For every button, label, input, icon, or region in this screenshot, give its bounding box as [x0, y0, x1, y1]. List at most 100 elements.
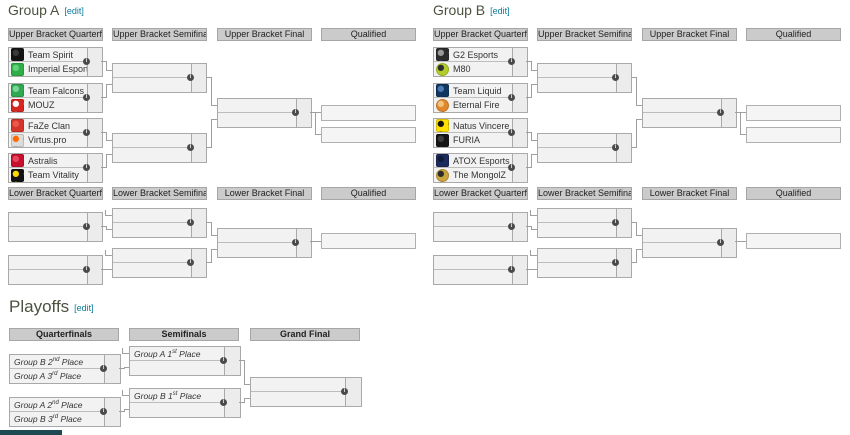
team-name[interactable]: Virtus.pro [28, 135, 67, 145]
playoffs-edit-link[interactable]: [edit] [74, 303, 94, 313]
match-info-icon[interactable]: i [100, 408, 107, 415]
connector-line [244, 398, 250, 399]
connector-line [530, 250, 531, 256]
connector-line [106, 84, 107, 98]
match-info-icon[interactable]: i [187, 219, 194, 226]
team-name[interactable]: Natus Vincere [453, 120, 510, 131]
connector-line [526, 167, 531, 168]
qualified-slot [321, 233, 416, 249]
match-info-icon[interactable]: i [83, 58, 90, 65]
connector-line [239, 360, 244, 361]
match-info-icon[interactable]: i [187, 74, 194, 81]
match-info-icon[interactable]: i [717, 239, 724, 246]
furia-logo-icon [436, 133, 449, 147]
team-row: FURIA [434, 133, 527, 147]
team-name[interactable]: ATOX Esports [453, 155, 510, 166]
connector-line [106, 84, 112, 85]
column-header: Lower Bracket Semifinal [537, 187, 632, 200]
column-header: Upper Bracket Semifinals [537, 28, 632, 41]
atox-esports-logo-icon [436, 154, 449, 167]
connector-line [124, 409, 129, 410]
column-header: Lower Bracket Quarterfi... [433, 187, 528, 200]
empty-row [538, 249, 631, 263]
match-info-icon[interactable]: i [508, 94, 515, 101]
match-info-icon[interactable]: i [83, 266, 90, 273]
team-name[interactable]: Imperial Esports [28, 64, 94, 74]
connector-line [106, 154, 107, 168]
connector-line [211, 249, 212, 263]
seed-label: Group B 1st Place [134, 390, 202, 401]
match-info-icon[interactable]: i [83, 94, 90, 101]
empty-row [251, 378, 361, 392]
team-name[interactable]: FaZe Clan [28, 120, 71, 131]
match-info-icon[interactable]: i [612, 144, 619, 151]
team-name[interactable]: The MongolZ [453, 170, 507, 180]
empty-row [538, 64, 631, 78]
connector-line [636, 235, 642, 236]
match-info-icon[interactable]: i [612, 74, 619, 81]
connector-line [124, 367, 129, 368]
column-header: Lower Bracket Quarterfi... [8, 187, 103, 200]
match-info-icon[interactable]: i [100, 365, 107, 372]
team-name[interactable]: Team Falcons [28, 85, 85, 96]
team-name[interactable]: Team Spirit [28, 49, 74, 60]
match-info-icon[interactable]: i [220, 399, 227, 406]
match-info-icon[interactable]: i [508, 58, 515, 65]
match-info-icon[interactable]: i [612, 219, 619, 226]
match-info-icon[interactable]: i [508, 129, 515, 136]
team-row: Group B 2nd Place [10, 355, 120, 369]
match-info-icon[interactable]: i [83, 164, 90, 171]
playoffs-heading: Playoffs[edit] [9, 297, 94, 317]
match-info-icon[interactable]: i [292, 239, 299, 246]
team-name[interactable]: Team Vitality [28, 170, 79, 180]
group-b-edit-link[interactable]: [edit] [490, 6, 510, 16]
the-mongolz-logo-icon [436, 168, 449, 182]
match-info-icon[interactable]: i [83, 223, 90, 230]
team-vitality-logo-icon [11, 168, 24, 182]
match-info-icon[interactable]: i [508, 164, 515, 171]
match-info-icon[interactable]: i [612, 259, 619, 266]
team-name[interactable]: FURIA [453, 135, 480, 145]
connector-line [124, 409, 125, 412]
connector-line [526, 97, 531, 98]
column-header: Lower Bracket Final [642, 187, 737, 200]
qualified-slot [321, 127, 416, 143]
team-row: MOUZ [9, 98, 102, 112]
faze-clan-logo-icon [11, 119, 24, 132]
connector-line [636, 77, 637, 106]
match-info-icon[interactable]: i [187, 144, 194, 151]
column-header: Upper Bracket Final [642, 28, 737, 41]
match-info-icon[interactable]: i [292, 109, 299, 116]
mouz-logo-icon [11, 98, 24, 112]
team-name[interactable]: M80 [453, 64, 471, 74]
qualified-slot [321, 105, 416, 121]
connector-line [101, 226, 106, 227]
match-info-icon[interactable]: i [717, 109, 724, 116]
seed-label: Group A 3rd Place [14, 371, 82, 381]
team-name[interactable]: MOUZ [28, 100, 55, 110]
match-info-icon[interactable]: i [83, 129, 90, 136]
team-name[interactable]: Team Liquid [453, 85, 502, 96]
empty-row [113, 64, 206, 78]
team-name[interactable]: Eternal Fire [453, 100, 500, 110]
team-row: Team Vitality [9, 168, 102, 182]
match-info-icon[interactable]: i [508, 223, 515, 230]
team-row: M80 [434, 62, 527, 76]
connector-line [105, 250, 106, 256]
match-info-icon[interactable]: i [341, 388, 348, 395]
qualified-slot [746, 105, 841, 121]
g2-esports-logo-icon [436, 48, 449, 61]
group-a-edit-link[interactable]: [edit] [64, 6, 84, 16]
empty-row [218, 229, 311, 243]
team-row: Natus Vincere [434, 119, 527, 133]
empty-row [9, 256, 102, 270]
match-info-icon[interactable]: i [508, 266, 515, 273]
seed-label: Group B 3rd Place [14, 414, 82, 424]
team-name[interactable]: G2 Esports [453, 49, 499, 60]
connector-line [106, 229, 112, 230]
match-info-icon[interactable]: i [187, 259, 194, 266]
team-name[interactable]: Astralis [28, 155, 58, 166]
team-row: Group A 1st Place [130, 347, 240, 361]
match-info-icon[interactable]: i [220, 357, 227, 364]
